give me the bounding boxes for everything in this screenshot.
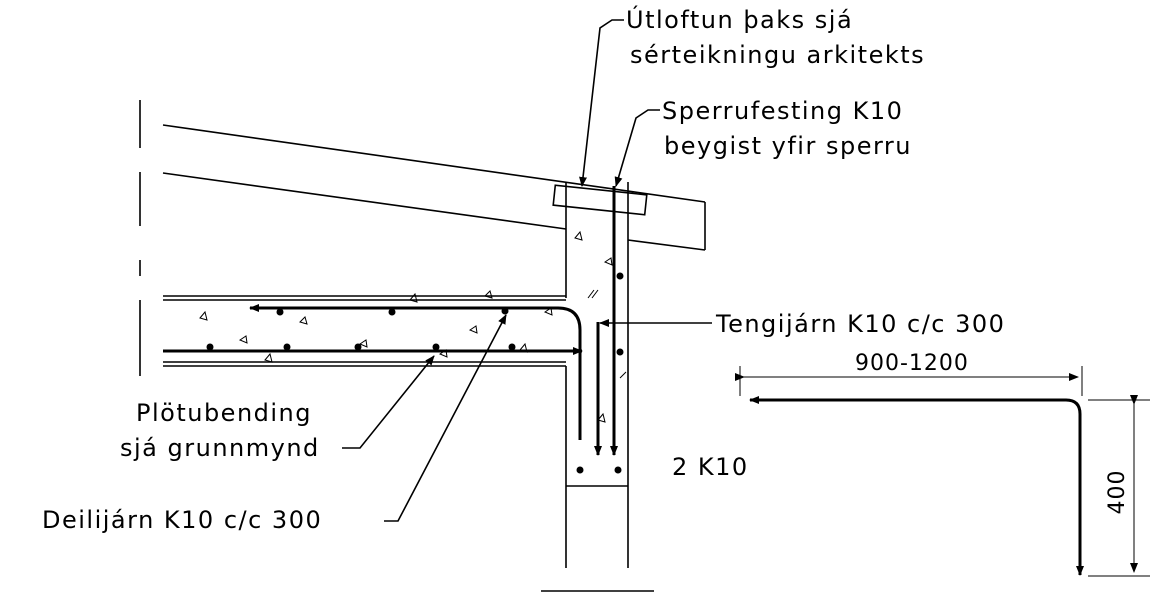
label-deilijarn: Deilijárn K10 c/c 300 [42,506,322,534]
ventilation-plate [552,184,648,216]
dimension-vertical: 400 [1105,470,1130,515]
label-sperrufesting-line2: beygist yfir sperru [664,132,912,160]
dimension-horizontal: 900-1200 [855,351,969,376]
roof-rafter [162,124,706,251]
leader-lines [342,19,712,522]
wall [565,182,629,568]
bar-dots [206,272,624,474]
label-plotubending-line2: sjá grunnmynd [120,434,320,462]
label-utloftun-line1: Útloftun þaks sjá [626,4,853,34]
slab-top-bar [249,304,582,440]
bar-bending-detail [735,366,1150,577]
joint-marks [587,289,627,379]
concrete-hatch [199,230,613,423]
label-tengijarn: Tengijárn K10 c/c 300 [715,310,1005,338]
label-sperrufesting-line1: Sperrufesting K10 [662,97,903,125]
label-plotubending-line1: Plötubending [136,399,312,427]
floor-slab [163,295,566,367]
label-utloftun-line2: sérteikningu arkitekts [630,41,925,69]
label-bars: 2 K10 [672,453,749,481]
